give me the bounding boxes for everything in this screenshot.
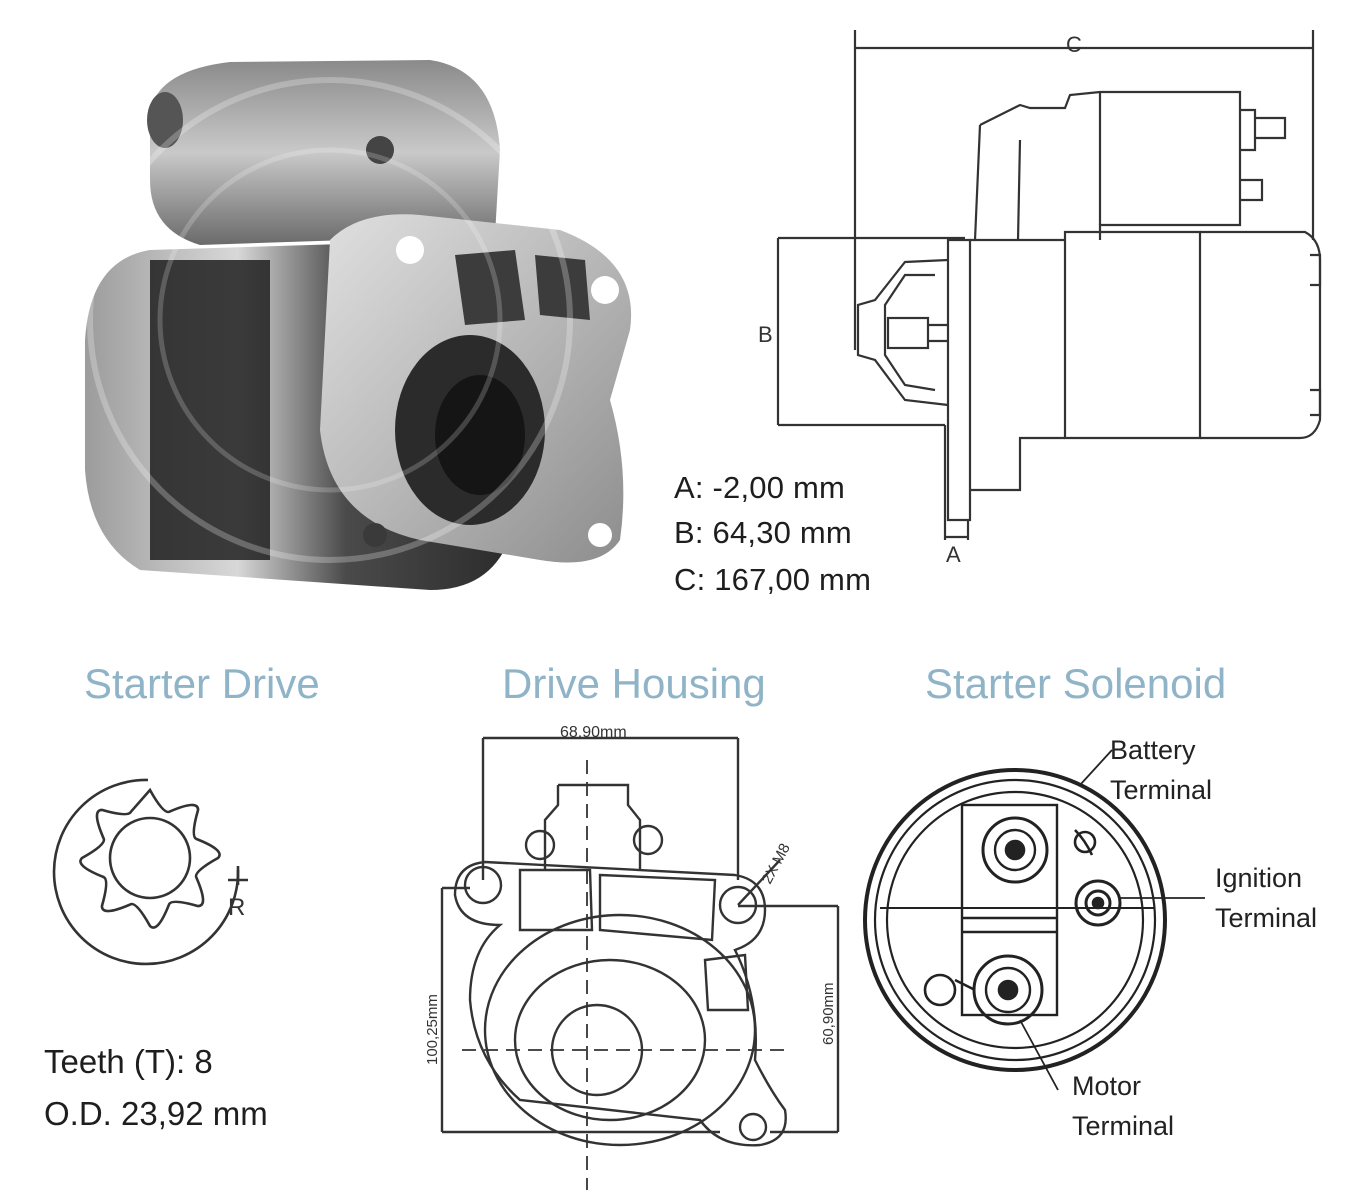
dimension-a: A: -2,00 mm: [674, 470, 846, 505]
dimension-b: B: 64,30 mm: [674, 515, 852, 550]
dimension-c: C: 167,00 mm: [674, 562, 872, 597]
side-profile-drawing: [776, 30, 1322, 540]
motor-terminal-label: Motor Terminal: [1072, 1066, 1174, 1146]
housing-bolt-label: 2X M8: [759, 841, 794, 887]
ignition-terminal-line2: Terminal: [1215, 903, 1318, 933]
dim-label-a: A: [946, 542, 961, 567]
section-title-starter-solenoid: Starter Solenoid: [925, 660, 1227, 707]
motor-terminal-line2: Terminal: [1072, 1111, 1175, 1141]
housing-height-label: 100,25mm: [424, 994, 441, 1065]
dim-label-b: B: [758, 322, 773, 347]
teeth-count: Teeth (T): 8: [44, 1043, 213, 1080]
starter-motor-photo: [85, 60, 632, 590]
battery-terminal-line1: Battery: [1110, 735, 1196, 765]
outer-diameter: O.D. 23,92 mm: [44, 1095, 268, 1132]
housing-side-label: 60,90mm: [820, 982, 837, 1045]
drive-housing-drawing: [440, 736, 840, 1190]
motor-terminal-line1: Motor: [1072, 1071, 1142, 1101]
section-title-starter-drive: Starter Drive: [84, 660, 320, 707]
section-title-drive-housing: Drive Housing: [502, 660, 766, 707]
dim-label-c: C: [1066, 32, 1082, 57]
battery-terminal-label: Battery Terminal: [1110, 730, 1212, 810]
ignition-terminal-label: Ignition Terminal: [1215, 858, 1317, 938]
starter-drive-gear: [52, 778, 248, 966]
housing-width-label: 68,90mm: [560, 724, 627, 741]
solenoid-end-view: [863, 749, 1205, 1091]
rotation-label: R: [228, 894, 245, 921]
ignition-terminal-line1: Ignition: [1215, 863, 1303, 893]
battery-terminal-line2: Terminal: [1110, 775, 1213, 805]
